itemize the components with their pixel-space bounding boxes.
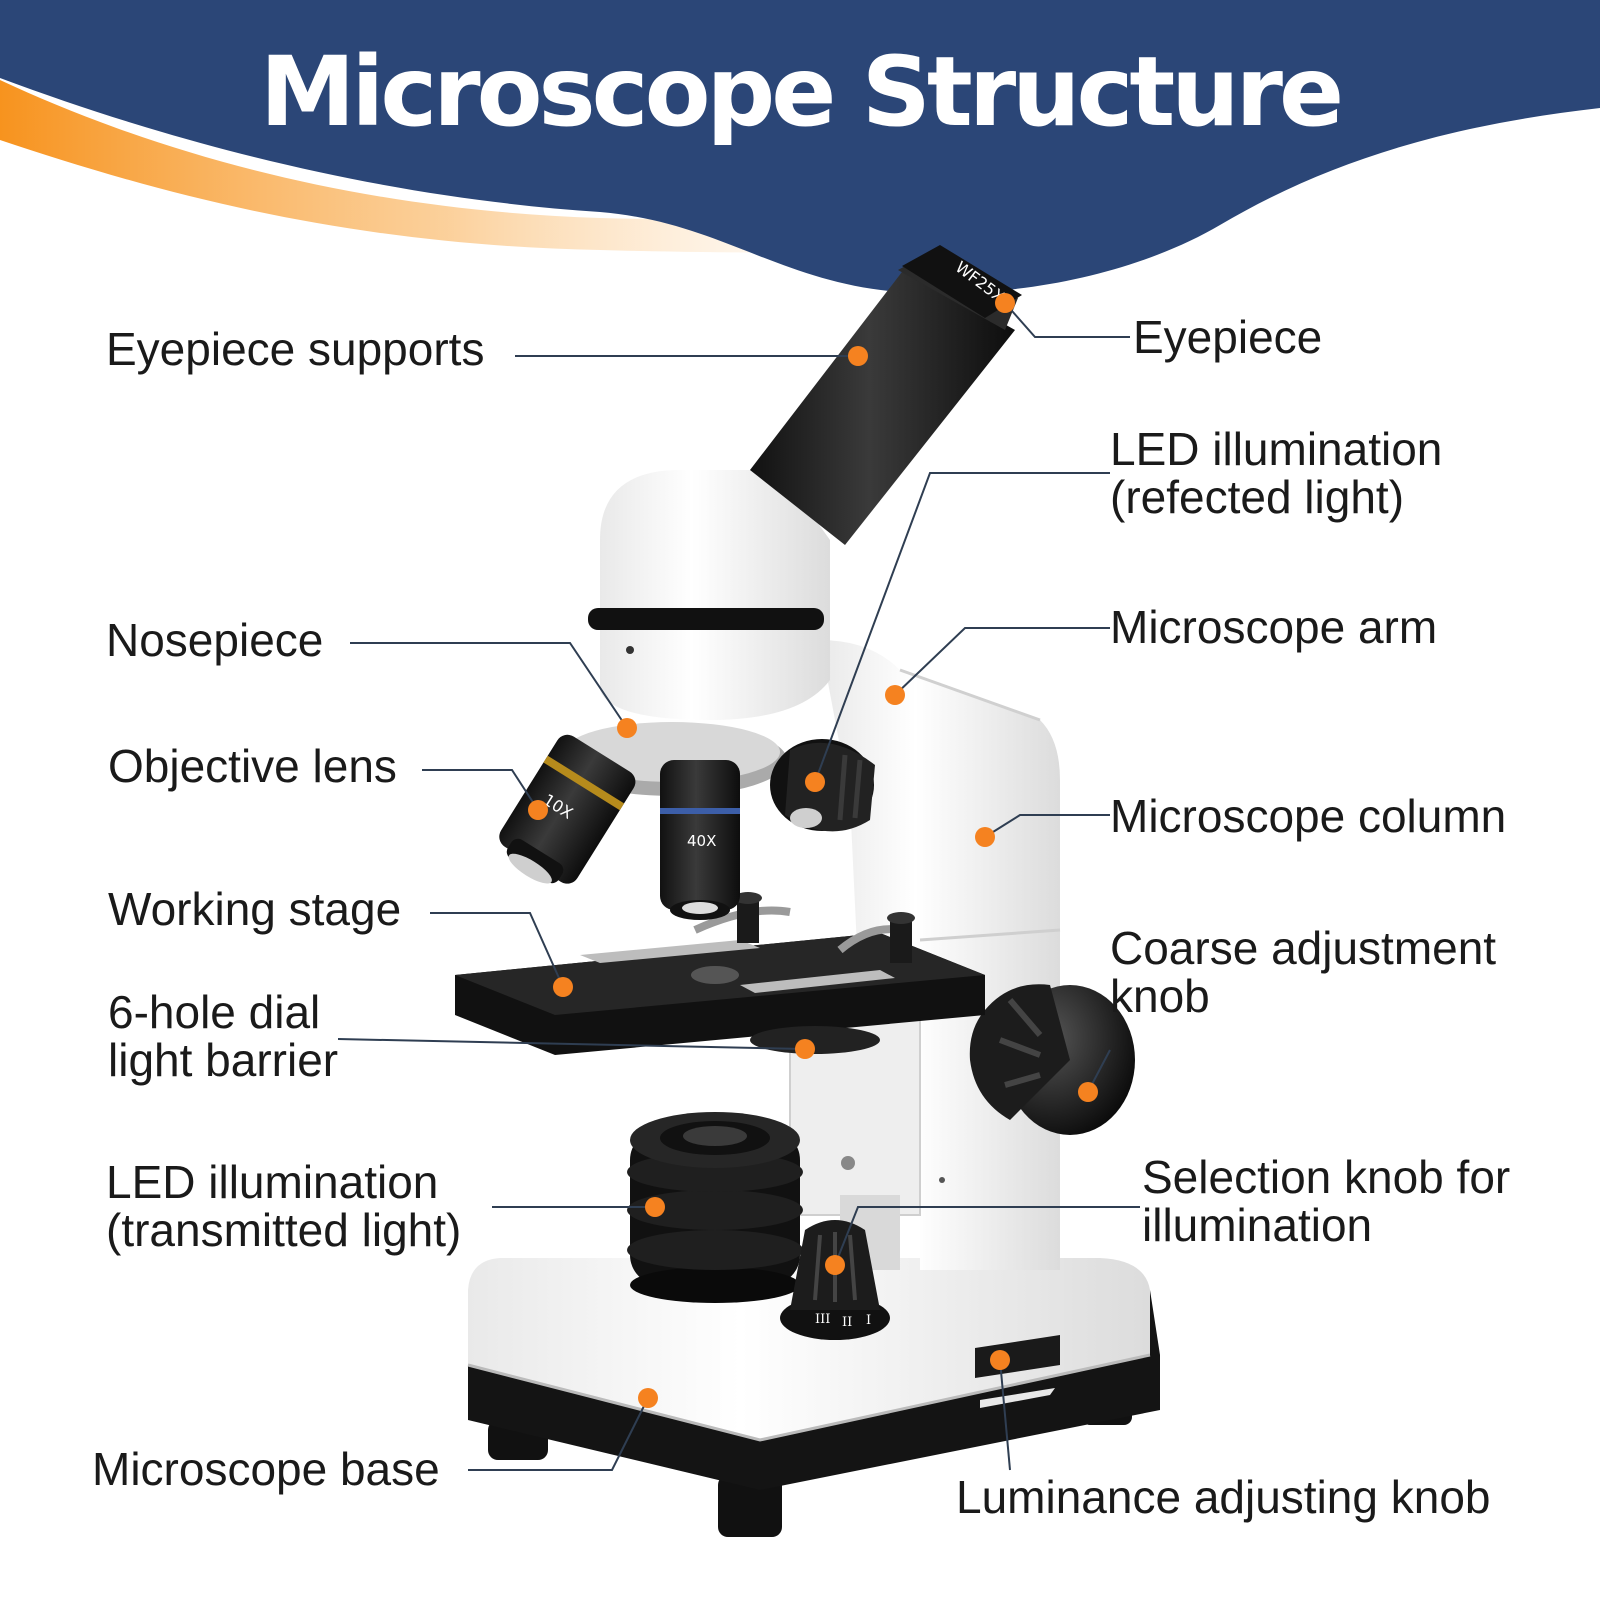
dot-hole-dial xyxy=(795,1039,815,1059)
svg-text:III: III xyxy=(815,1312,830,1327)
dot-selection-knob xyxy=(825,1255,845,1275)
dial-markings: III II I xyxy=(815,1312,871,1330)
dot-led-reflected xyxy=(805,772,825,792)
dot-microscope-base xyxy=(638,1388,658,1408)
coarse-knob-graphic xyxy=(969,984,1135,1135)
label-microscope-base: Microscope base xyxy=(92,1443,440,1495)
dot-nosepiece xyxy=(617,718,637,738)
dot-eyepiece-supports xyxy=(848,346,868,366)
label-hole-dial: 6-hole dial light barrier xyxy=(108,986,339,1086)
objective-right-marking: 40X xyxy=(687,832,716,850)
label-luminance-knob: Luminance adjusting knob xyxy=(956,1471,1491,1523)
diagram-title: Microscope Structure xyxy=(259,36,1344,148)
working-stage-graphic xyxy=(455,892,985,1055)
label-eyepiece: Eyepiece xyxy=(1133,311,1323,363)
label-working-stage: Working stage xyxy=(108,883,402,935)
dot-eyepiece xyxy=(995,293,1015,313)
dot-microscope-arm xyxy=(885,685,905,705)
eyepiece-tube-graphic: WF25X xyxy=(750,245,1022,545)
svg-text:I: I xyxy=(866,1313,871,1328)
led-transmitted-stack xyxy=(627,1112,803,1303)
dot-led-transmitted xyxy=(645,1197,665,1217)
label-microscope-column: Microscope column xyxy=(1110,790,1507,842)
label-microscope-arm: Microscope arm xyxy=(1110,601,1438,653)
microscope-base-body xyxy=(467,1258,1160,1490)
dot-working-stage xyxy=(553,977,573,997)
objective-lenses-graphic: 10X 40X xyxy=(499,734,740,920)
dot-coarse-knob xyxy=(1078,1082,1098,1102)
label-eyepiece-supports: Eyepiece supports xyxy=(106,323,485,375)
dot-luminance-knob xyxy=(990,1350,1010,1370)
title-banner xyxy=(0,0,1600,294)
label-selection-knob: Selection knob for illumination xyxy=(1142,1151,1511,1251)
microscope-head xyxy=(557,470,830,796)
svg-text:II: II xyxy=(842,1315,852,1330)
label-nosepiece: Nosepiece xyxy=(106,614,324,666)
dot-microscope-column xyxy=(975,827,995,847)
label-led-transmitted: LED illumination (transmitted light) xyxy=(106,1156,462,1256)
leader-lines xyxy=(337,302,1140,1471)
label-led-reflected: LED illumination (refected light) xyxy=(1110,423,1443,523)
label-objective-lens: Objective lens xyxy=(108,740,397,792)
label-coarse-adjustment: Coarse adjustment knob xyxy=(1110,922,1497,1022)
callout-dots xyxy=(528,293,1098,1408)
dot-objective-lens xyxy=(528,800,548,820)
